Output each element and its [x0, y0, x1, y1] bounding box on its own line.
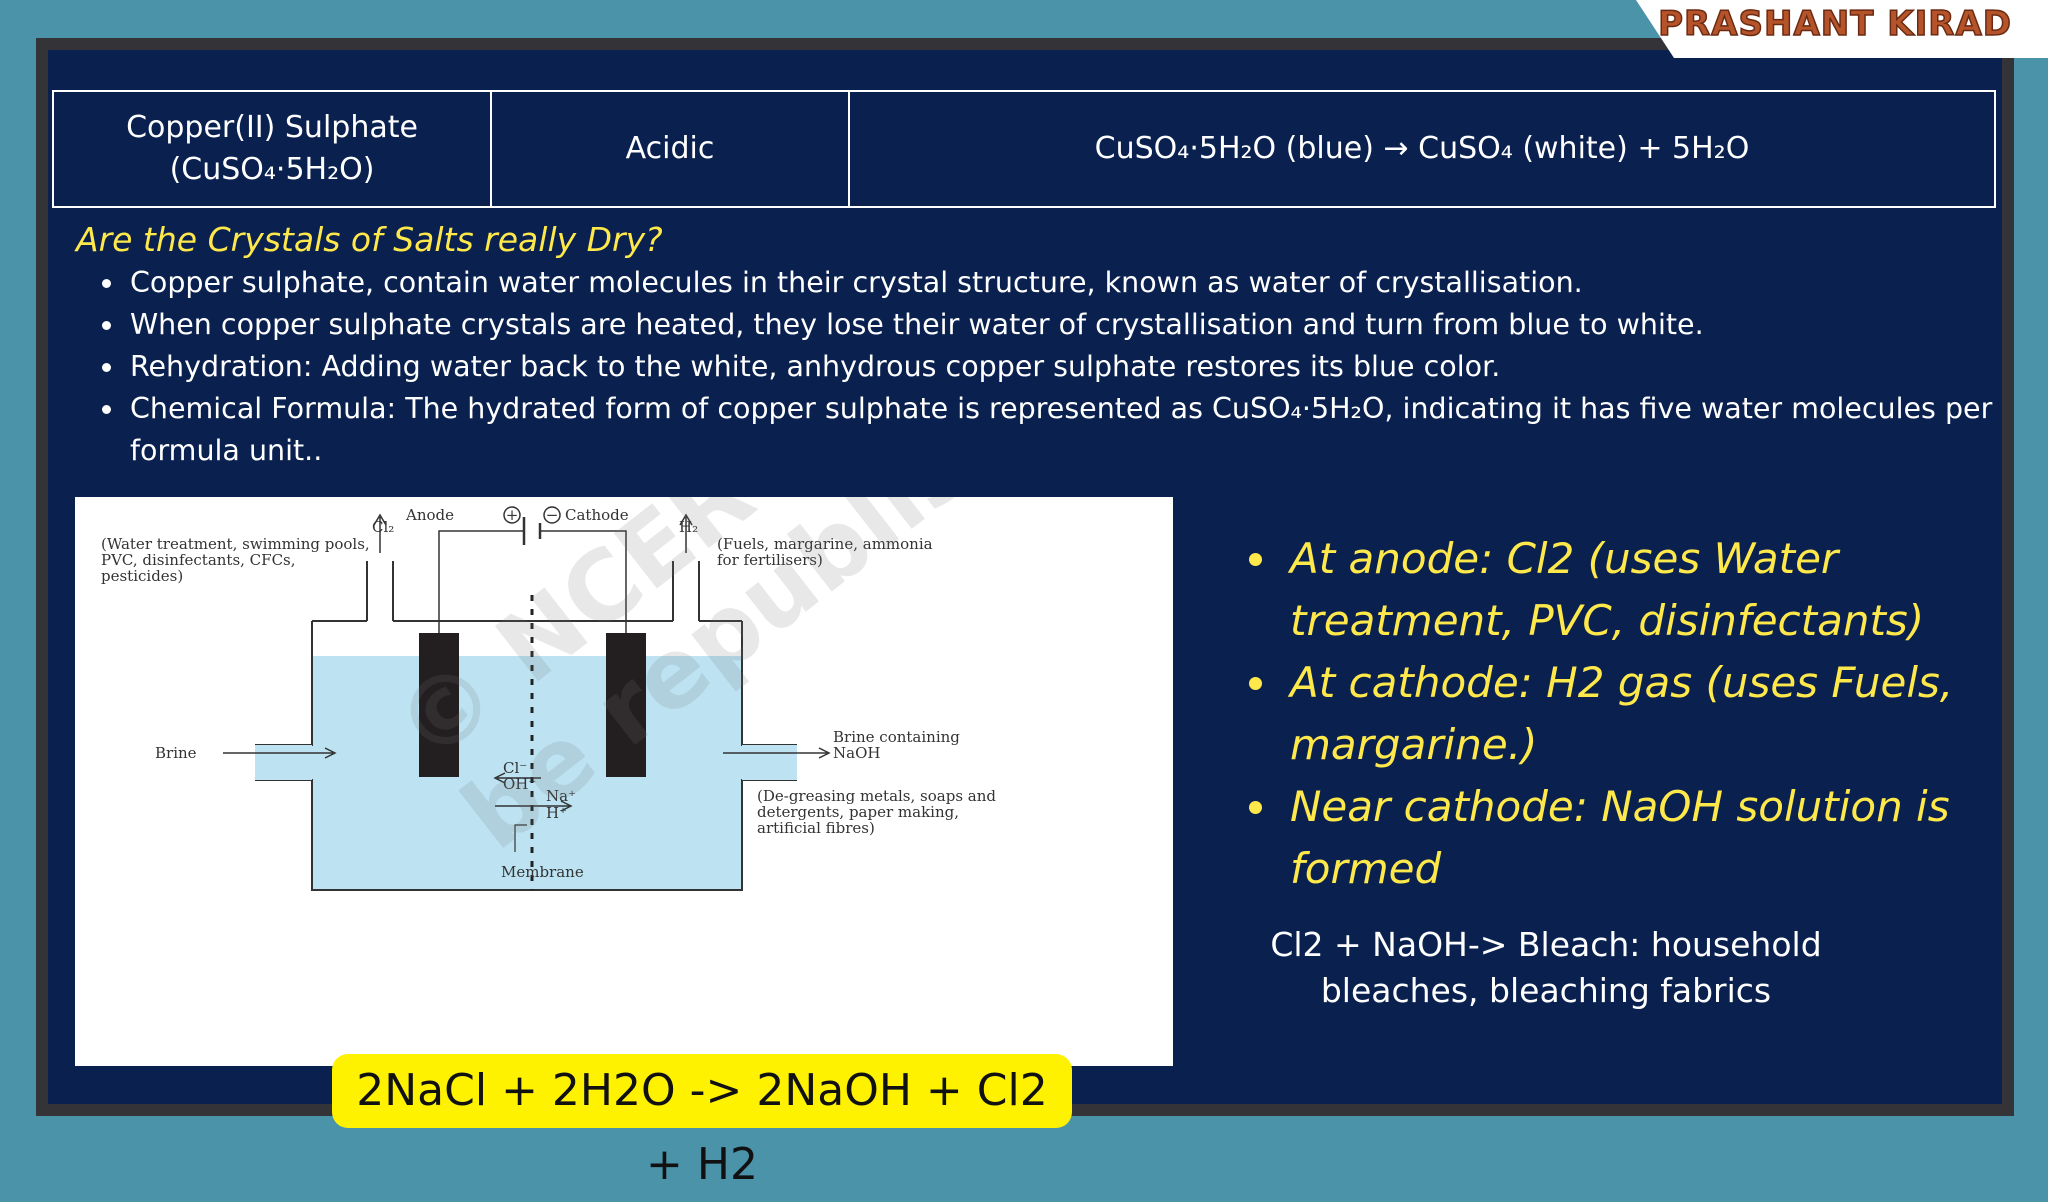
list-item: At anode: Cl2 (uses Water treatment, PVC… — [1282, 528, 2002, 652]
minus-terminal — [543, 506, 561, 524]
diagram-svg: + − Anode Cathode Cl₂ H₂ (Water treatmen… — [101, 506, 996, 891]
h2-uses-line1: (Fuels, margarine, ammonia — [717, 535, 933, 553]
cathode-electrode — [606, 633, 646, 777]
cl2-label: Cl₂ — [372, 518, 394, 536]
bleach-note: Cl2 + NaOH-> Bleach: household bleaches,… — [1270, 925, 1822, 1010]
brine-out-arrow — [723, 747, 831, 759]
list-item: Chemical Formula: The hydrated form of c… — [126, 388, 2026, 472]
brine-out-label-line1: Brine containing — [833, 728, 960, 746]
chlor-alkali-diagram: + − Anode Cathode Cl₂ H₂ (Water treatmen… — [75, 497, 1173, 1066]
naoh-uses-line3: artificial fibres) — [757, 819, 875, 837]
plus-sign: + — [506, 506, 519, 524]
h2-uses-line2: for fertilisers) — [717, 551, 823, 569]
salt-formula: (CuSO₄·5H₂O) — [169, 152, 375, 187]
list-item: Copper sulphate, contain water molecules… — [126, 262, 2026, 304]
chlorine-outlet — [366, 561, 394, 621]
membrane-pointer — [514, 824, 527, 852]
h2-label: H₂ — [679, 518, 698, 536]
hydrogen-outlet — [672, 561, 700, 621]
brine-solution — [312, 656, 742, 890]
list-item: When copper sulphate crystals are heated… — [126, 304, 2026, 346]
brine-label: Brine — [155, 744, 197, 762]
salt-nature-cell: Acidic — [490, 90, 850, 208]
salt-name-cell: Copper(II) Sulphate (CuSO₄·5H₂O) — [52, 90, 492, 208]
brand-banner: PRASHANT KIRAD — [1636, 0, 2048, 58]
membrane-label: Membrane — [501, 863, 584, 881]
anode-electrode — [419, 633, 459, 777]
cl2-uses-line1: (Water treatment, swimming pools, — [101, 535, 370, 553]
naoh-uses-line1: (De-greasing metals, soaps and — [757, 787, 996, 805]
sodium-ion-label: Na⁺ — [546, 787, 576, 805]
electrolysis-points-list: At anode: Cl2 (uses Water treatment, PVC… — [1242, 528, 2002, 900]
salt-table: Copper(II) Sulphate (CuSO₄·5H₂O) Acidic … — [52, 90, 1996, 208]
cathode-label: Cathode — [565, 506, 629, 524]
inlet-pipe — [255, 745, 312, 780]
list-item: At cathode: H2 gas (uses Fuels, margarin… — [1282, 652, 2002, 776]
brine-out-label-line2: NaOH — [833, 744, 880, 762]
naoh-uses-line2: detergents, paper making, — [757, 803, 959, 821]
electrolysis-equation: 2NaCl + 2H2O -> 2NaOH + Cl2 + H2 — [332, 1054, 1072, 1190]
h2-arrow — [679, 513, 693, 553]
section-heading: Are the Crystals of Salts really Dry? — [76, 220, 663, 259]
salt-name: Copper(II) Sulphate — [126, 110, 418, 145]
outlet-pipe — [742, 745, 797, 780]
cation-arrow — [495, 800, 573, 812]
hydroxide-ion-label: OH⁻ — [503, 775, 536, 793]
cl2-uses-line3: pesticides) — [101, 567, 183, 585]
salt-reaction-cell: CuSO₄·5H₂O (blue) → CuSO₄ (white) + 5H₂O — [848, 90, 1996, 208]
minus-sign: − — [546, 506, 559, 524]
list-item: Near cathode: NaOH solution is formed — [1282, 776, 2002, 900]
hydrogen-ion-label: H⁺ — [546, 804, 567, 822]
brand-logo-text: PRASHANT KIRAD — [1657, 3, 2012, 45]
list-item: Rehydration: Adding water back to the wh… — [126, 346, 2026, 388]
plus-terminal — [503, 506, 521, 524]
cl2-arrow — [373, 513, 387, 553]
anode-label: Anode — [405, 506, 454, 524]
chloride-ion-label: Cl⁻ — [503, 759, 527, 777]
table-row: Copper(II) Sulphate (CuSO₄·5H₂O) Acidic … — [52, 90, 1996, 208]
anion-arrow — [493, 772, 541, 784]
circuit-wire — [438, 530, 627, 633]
slide: Copper(II) Sulphate (CuSO₄·5H₂O) Acidic … — [48, 50, 2002, 1190]
cl2-uses-line2: PVC, disinfectants, CFCs, — [101, 551, 296, 569]
brine-in-arrow — [223, 747, 337, 759]
crystal-points-list: Copper sulphate, contain water molecules… — [92, 262, 2026, 472]
